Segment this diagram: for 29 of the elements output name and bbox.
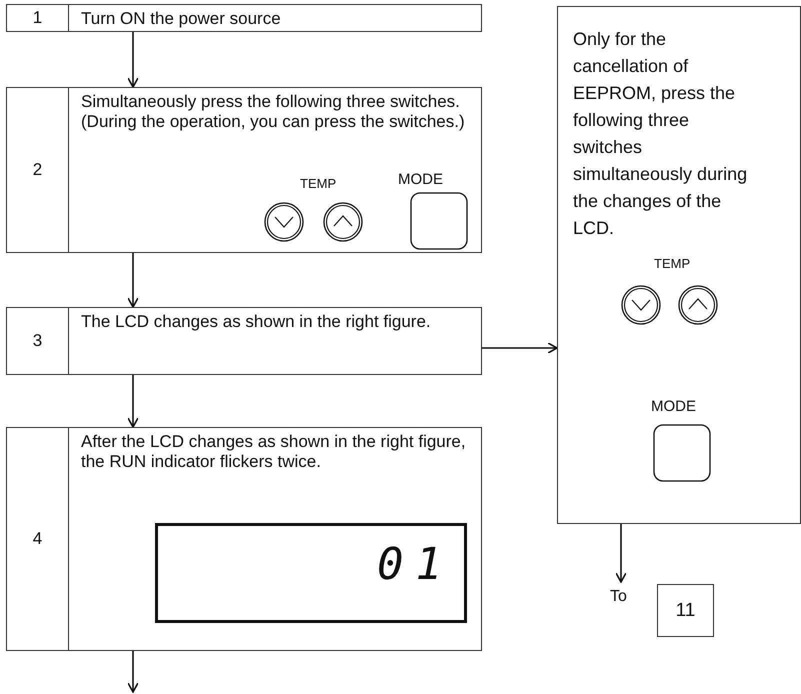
- button-label: MODE: [398, 171, 443, 188]
- button-label: MODE: [651, 398, 696, 415]
- arrow: [127, 253, 139, 308]
- lcd-display: [155, 523, 467, 623]
- step-text: The LCD changes as shown in the right figure.: [81, 312, 431, 332]
- step-number: 2: [32, 160, 42, 180]
- step-number: 3: [32, 331, 42, 351]
- arrow: [482, 342, 558, 354]
- step-box: [6, 87, 482, 253]
- arrow: [127, 32, 139, 88]
- button-label: TEMP: [300, 176, 336, 191]
- step-number: 1: [32, 8, 42, 28]
- arrow: [127, 651, 139, 693]
- step-text: Turn ON the power source: [81, 9, 281, 29]
- step-number: 11: [676, 600, 696, 622]
- step-number: 4: [32, 529, 42, 549]
- step-reference-box: [657, 584, 714, 637]
- step-box: [6, 307, 482, 375]
- note-panel: [557, 6, 801, 524]
- step-box: [6, 427, 482, 651]
- beside-text: To: [610, 588, 627, 606]
- step-text: After the LCD changes as shown in the right figure, the RUN indicator flickers twice.: [81, 432, 467, 472]
- button-label: TEMP: [654, 256, 690, 271]
- arrow: [127, 375, 139, 428]
- step-box: [6, 4, 482, 32]
- step-text: Simultaneously press the following three switches. (During the operation, you can press the switches.): [81, 92, 466, 132]
- note-text: Only for the cancellation of EEPROM, press the following three switches simultaneously during the changes of the LCD.: [573, 28, 748, 240]
- arrow: [615, 524, 627, 583]
- lcd-digits: 01: [377, 540, 454, 590]
